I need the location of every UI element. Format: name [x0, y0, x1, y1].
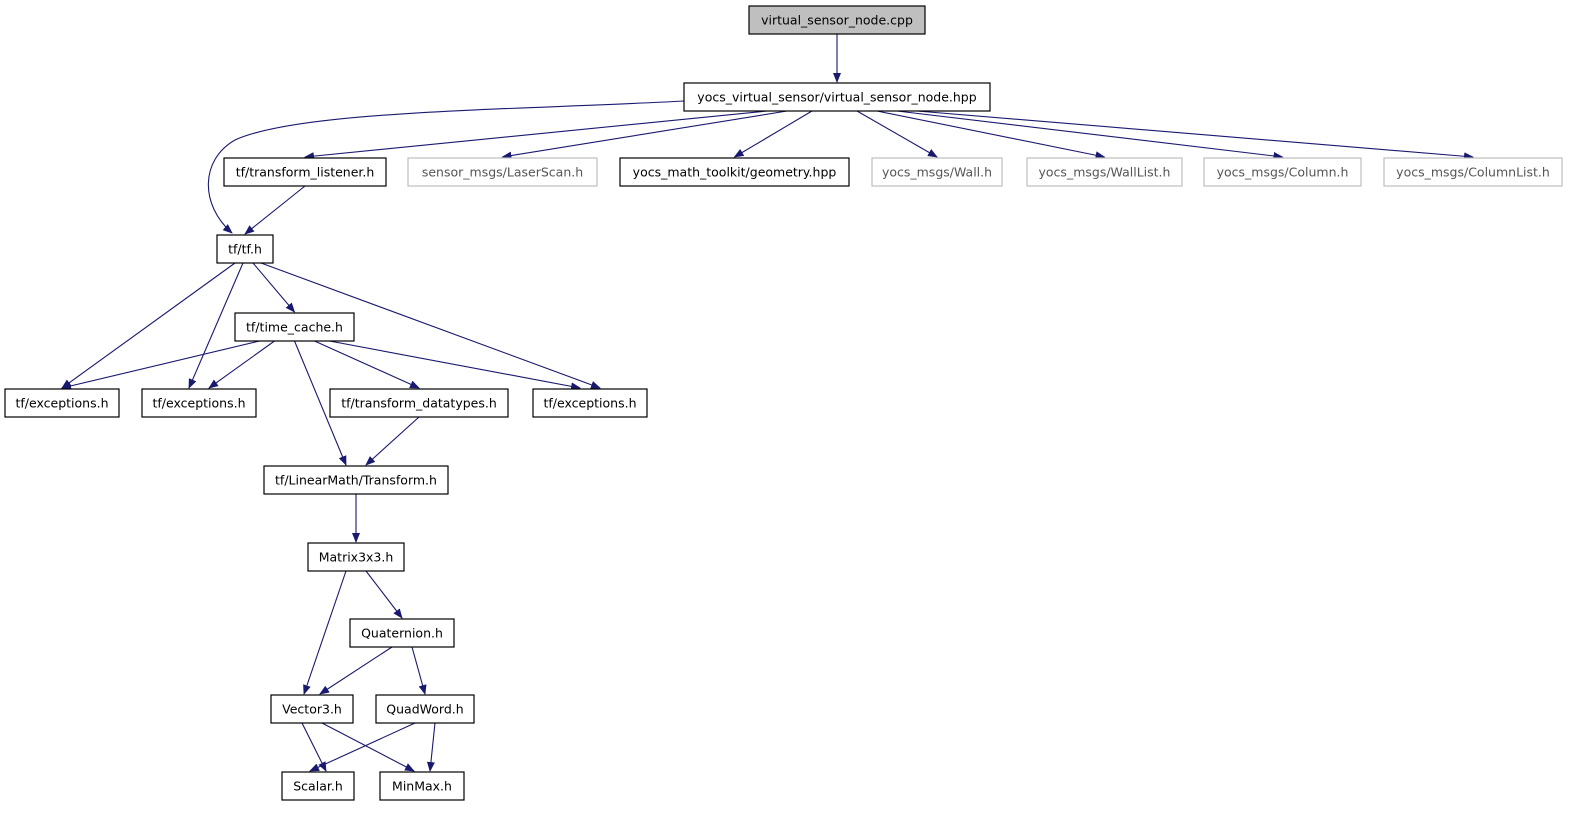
file-node[interactable]: yocs_math_toolkit/geometry.hpp — [619, 157, 850, 187]
file-node[interactable]: Scalar.h — [281, 771, 355, 801]
file-node-box — [307, 542, 405, 572]
edges-layer — [61, 34, 1474, 772]
edge-n9-to-n12 — [188, 262, 244, 389]
file-node: yocs_msgs/ColumnList.h — [1383, 157, 1563, 187]
file-node-box — [216, 234, 274, 264]
file-node: yocs_msgs/Wall.h — [871, 157, 1003, 187]
file-node-box — [748, 5, 926, 35]
file-node-box — [379, 771, 465, 801]
file-node-box — [223, 157, 387, 187]
file-node-box — [1203, 157, 1362, 187]
edge-n18-to-n21 — [321, 722, 415, 772]
file-node-label: Scalar.h — [293, 779, 343, 794]
file-node-box — [871, 157, 1003, 187]
edge-n16-to-n17 — [365, 570, 403, 619]
file-node[interactable]: tf/transform_listener.h — [223, 157, 387, 187]
file-node-box — [329, 388, 509, 418]
file-node[interactable]: tf/LinearMath/Transform.h — [263, 465, 449, 495]
file-node-label: tf/exceptions.h — [152, 396, 245, 411]
nodes-layer: virtual_sensor_node.cpp yocs_virtual_sens… — [4, 5, 1563, 801]
file-node-box — [1383, 157, 1563, 187]
file-node-label: virtual_sensor_node.cpp — [761, 13, 913, 28]
edge-n19-to-n20 — [309, 722, 416, 772]
file-node-label: yocs_msgs/Wall.h — [882, 165, 992, 180]
file-node[interactable]: yocs_virtual_sensor/virtual_sensor_node.… — [683, 82, 991, 112]
edge-n17-to-n19 — [411, 646, 427, 695]
file-node-label: yocs_msgs/ColumnList.h — [1396, 165, 1550, 180]
file-node[interactable]: tf/time_cache.h — [234, 312, 355, 342]
edge-n10-to-n15 — [293, 340, 347, 466]
file-node-label: tf/exceptions.h — [543, 396, 636, 411]
edge-n13-to-n15 — [365, 416, 420, 466]
file-node-box — [263, 465, 449, 495]
file-node[interactable]: tf/exceptions.h — [141, 388, 257, 418]
file-node-box — [141, 388, 257, 418]
file-node-label: sensor_msgs/LaserScan.h — [422, 165, 583, 180]
file-node-label: yocs_math_toolkit/geometry.hpp — [633, 165, 837, 180]
file-node-label: tf/transform_datatypes.h — [341, 396, 497, 411]
file-node[interactable]: virtual_sensor_node.cpp — [748, 5, 926, 35]
file-node[interactable]: Matrix3x3.h — [307, 542, 405, 572]
file-node[interactable]: tf/tf.h — [216, 234, 274, 264]
file-node-label: Vector3.h — [282, 702, 342, 717]
edge-n1-to-n8 — [916, 110, 1474, 161]
file-node-label: tf/LinearMath/Transform.h — [275, 473, 437, 488]
file-node-label: MinMax.h — [392, 779, 452, 794]
file-node-label: Matrix3x3.h — [319, 550, 394, 565]
file-node[interactable]: QuadWord.h — [375, 694, 475, 724]
edge-n9-to-n10 — [252, 262, 296, 313]
edge-n1-to-n5 — [856, 110, 938, 158]
edge-n10-to-n14 — [329, 340, 581, 391]
file-node[interactable]: tf/transform_datatypes.h — [329, 388, 509, 418]
file-node-box — [349, 618, 455, 648]
file-node-box — [270, 694, 354, 724]
edge-n1-to-n7 — [896, 110, 1284, 160]
file-node-box — [532, 388, 648, 418]
edge-n19-to-n21 — [426, 722, 436, 772]
edge-n16-to-n18 — [303, 570, 347, 695]
file-node-label: yocs_msgs/Column.h — [1217, 165, 1349, 180]
file-node-box — [1026, 157, 1183, 187]
file-node-label: Quaternion.h — [361, 626, 443, 641]
file-node: yocs_msgs/WallList.h — [1026, 157, 1183, 187]
file-node-box — [234, 312, 355, 342]
file-node-label: tf/tf.h — [228, 242, 262, 257]
edge-n10-to-n11 — [61, 340, 260, 390]
file-node-box — [619, 157, 850, 187]
edge-n1-to-n2 — [304, 110, 768, 161]
edge-n1-to-n4 — [733, 110, 813, 158]
file-node-label: yocs_virtual_sensor/virtual_sensor_node.… — [697, 90, 976, 105]
edge-n9-to-n11 — [61, 262, 236, 389]
edge-n10-to-n12 — [208, 340, 275, 389]
edge-n1-to-n6 — [876, 110, 1106, 160]
file-node: sensor_msgs/LaserScan.h — [407, 157, 598, 187]
file-node-label: tf/transform_listener.h — [236, 165, 375, 180]
file-node[interactable]: tf/exceptions.h — [532, 388, 648, 418]
edge-n1-to-n9 — [207, 100, 685, 234]
edge-n18-to-n20 — [301, 722, 327, 772]
file-node-box — [683, 82, 991, 112]
edge-n9-to-n14 — [260, 262, 601, 389]
file-node-box — [407, 157, 598, 187]
file-node-box — [4, 388, 120, 418]
edge-n17-to-n18 — [319, 646, 393, 695]
file-node[interactable]: Quaternion.h — [349, 618, 455, 648]
edge-n2-to-n9 — [244, 185, 306, 235]
file-node: yocs_msgs/Column.h — [1203, 157, 1362, 187]
file-node-box — [281, 771, 355, 801]
file-node-label: yocs_msgs/WallList.h — [1039, 165, 1171, 180]
file-node[interactable]: tf/exceptions.h — [4, 388, 120, 418]
file-node[interactable]: MinMax.h — [379, 771, 465, 801]
file-node-label: tf/exceptions.h — [15, 396, 108, 411]
file-node-box — [375, 694, 475, 724]
file-node[interactable]: Vector3.h — [270, 694, 354, 724]
edge-n10-to-n13 — [314, 340, 420, 389]
file-node-label: tf/time_cache.h — [246, 320, 343, 335]
edge-n1-to-n3 — [501, 110, 788, 160]
file-node-label: QuadWord.h — [386, 702, 463, 717]
